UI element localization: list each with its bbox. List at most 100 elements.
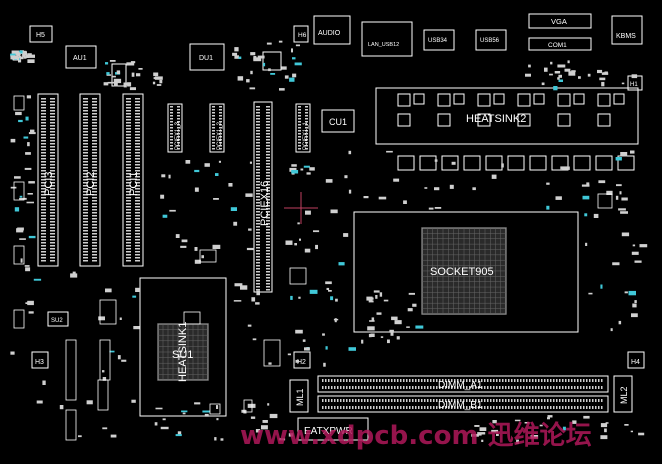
dimm-pin — [574, 379, 576, 382]
dimm-pin — [394, 386, 396, 389]
pcie-pin — [256, 271, 260, 273]
dimm-pin — [475, 406, 477, 409]
smd-component — [19, 195, 23, 198]
pcie-pin — [212, 109, 215, 111]
smd-component — [530, 435, 539, 439]
dimm-pin — [583, 379, 585, 382]
pcie-pin — [256, 256, 260, 258]
dimm-pin — [454, 386, 456, 389]
dimm-pin — [595, 406, 597, 409]
pci-pin — [126, 134, 131, 136]
smd-component — [232, 52, 238, 56]
pci-pin — [135, 119, 140, 121]
dimm-pin — [331, 399, 333, 402]
pcie-pin — [305, 130, 308, 132]
pci-pin — [41, 221, 46, 223]
choke — [397, 155, 415, 171]
smd-component — [624, 291, 628, 294]
dimm-pin — [427, 379, 429, 382]
pci-pin — [126, 248, 131, 250]
dimm-pin — [598, 406, 600, 409]
smd-component — [618, 320, 622, 325]
pci-pin — [83, 230, 88, 232]
smd-component — [250, 416, 256, 419]
pci-pin — [126, 227, 131, 229]
dimm-pin — [424, 399, 426, 402]
pcie-slots — [167, 101, 311, 293]
dimm-pin — [520, 406, 522, 409]
pci-pin — [41, 215, 46, 217]
dimm-pin — [514, 379, 516, 382]
pci-pin — [41, 137, 46, 139]
dimm-pin — [325, 386, 327, 389]
pci-pin — [83, 155, 88, 157]
pcie-pin — [256, 208, 260, 210]
pci-pin — [83, 254, 88, 256]
smd-component — [599, 77, 606, 81]
mosfet — [573, 93, 585, 105]
pcie-pin — [256, 250, 260, 252]
smd-component — [119, 317, 122, 320]
pci-pin — [92, 230, 97, 232]
pci-pin — [126, 107, 131, 109]
dimm-pin — [430, 399, 432, 402]
dimm-pin — [460, 379, 462, 382]
dimm-pin — [349, 386, 351, 389]
pcie-pin — [266, 211, 270, 213]
dimm-pin — [358, 379, 360, 382]
pcie-pin — [266, 238, 270, 240]
dimm-pin — [508, 399, 510, 402]
smd-component — [638, 432, 645, 436]
smd-component — [615, 157, 622, 161]
pci-pin — [83, 197, 88, 199]
pcie-pin — [266, 190, 270, 192]
smd-component — [390, 331, 394, 336]
pci-pin — [126, 119, 131, 121]
smd-component — [23, 136, 29, 139]
pci-pin — [92, 221, 97, 223]
pci-pin — [41, 224, 46, 226]
dimm-pin — [337, 386, 339, 389]
pci-pin — [126, 197, 131, 199]
smd-component — [135, 287, 140, 292]
smd-component — [568, 71, 576, 76]
smd-component — [78, 435, 82, 438]
dimm-pin — [490, 386, 492, 389]
smd-component — [572, 420, 577, 424]
pci-pin — [50, 146, 55, 148]
pci-pin — [83, 170, 88, 172]
dimm-pin — [415, 406, 417, 409]
ic-outline — [289, 267, 307, 285]
smd-component — [160, 426, 169, 430]
pci-pin — [126, 209, 131, 211]
pci-pin — [50, 98, 55, 100]
smd-component — [42, 380, 46, 385]
dimm-pin — [340, 406, 342, 409]
dimm-pin — [595, 399, 597, 402]
dimm-pin — [412, 379, 414, 382]
pci-pin — [92, 98, 97, 100]
pci-pin — [50, 254, 55, 256]
dimm-pin — [541, 406, 543, 409]
pci-pin — [135, 227, 140, 229]
ic-outline — [597, 193, 613, 209]
smd-component — [481, 439, 484, 442]
dimm-pin — [544, 399, 546, 402]
dimm-pin — [412, 406, 414, 409]
smd-component — [618, 208, 626, 211]
dimm-pin — [568, 386, 570, 389]
smd-component — [256, 290, 260, 296]
dimm-pin — [367, 386, 369, 389]
pcie-pin — [256, 217, 260, 219]
pci-pin — [126, 185, 131, 187]
dimm-pin — [469, 399, 471, 402]
dimm-pin — [478, 406, 480, 409]
dimm-pin — [403, 379, 405, 382]
pci-pin — [41, 140, 46, 142]
pci-pin — [41, 155, 46, 157]
pci-pin — [92, 182, 97, 184]
smd-component — [249, 161, 252, 164]
dimm-pin — [358, 386, 360, 389]
dimm-pin — [466, 399, 468, 402]
smd-component — [368, 333, 372, 338]
